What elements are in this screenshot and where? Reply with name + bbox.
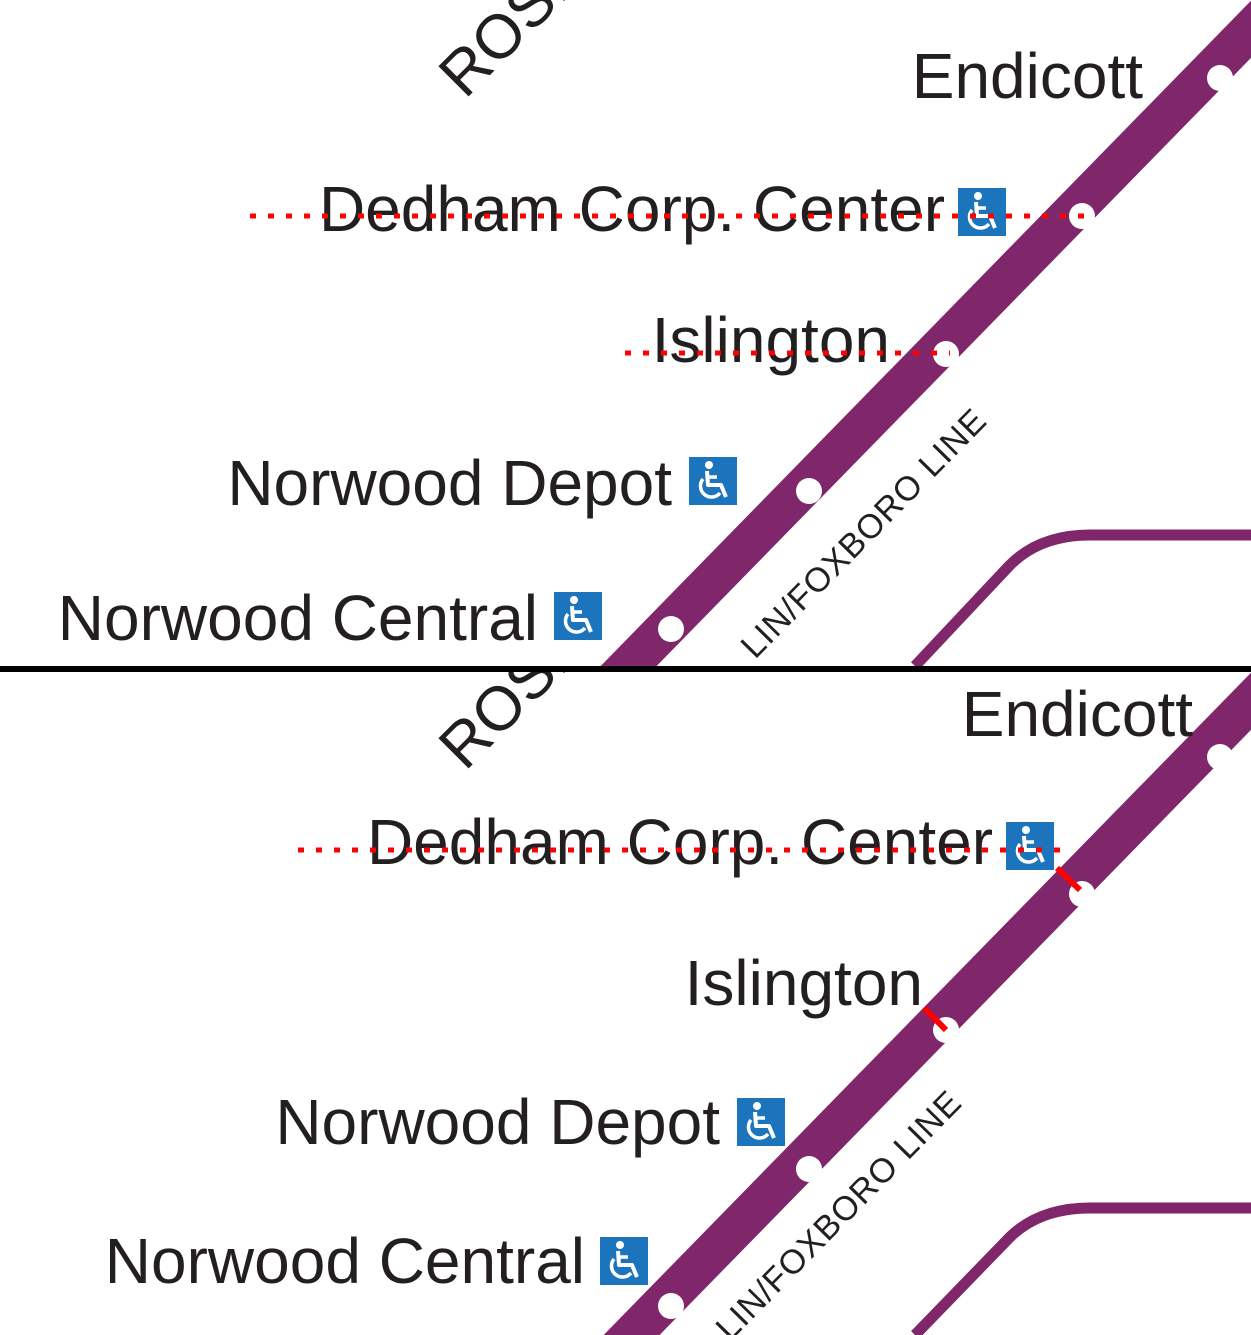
- map-panel-top: LIN/FOXBORO LINE ROSI Endicott Dedham Co…: [0, 0, 1251, 666]
- branch-line: [911, 1202, 1251, 1335]
- panel-divider: [0, 666, 1251, 672]
- station-label-norwood-depot[interactable]: Norwood Depot: [275, 1086, 720, 1158]
- station-label-islington[interactable]: Islington: [685, 947, 923, 1019]
- wheelchair-accessible-icon: [958, 188, 1006, 236]
- map-svg-bottom: LIN/FOXBORO LINE ROSI Endicott Dedham Co…: [105, 672, 1251, 1335]
- station-label-norwood-central[interactable]: Norwood Central: [105, 1225, 585, 1297]
- station-dot-norwood-central[interactable]: [658, 1293, 684, 1319]
- station-label-norwood-central[interactable]: Norwood Central: [58, 582, 538, 654]
- station-dot-norwood-depot[interactable]: [796, 1156, 822, 1182]
- wheelchair-accessible-icon: [554, 592, 602, 640]
- station-dot-norwood-central[interactable]: [658, 616, 684, 642]
- map-panel-bottom: LIN/FOXBORO LINE ROSI Endicott Dedham Co…: [0, 672, 1251, 1335]
- wheelchair-accessible-icon: [737, 1098, 785, 1146]
- wheelchair-accessible-icon: [689, 457, 737, 505]
- roslindale-line-label: ROSI: [426, 672, 582, 782]
- station-label-islington[interactable]: Islington: [652, 304, 890, 376]
- roslindale-line-label: ROSI: [426, 0, 582, 110]
- station-dot-endicott[interactable]: [1207, 65, 1233, 91]
- station-label-norwood-depot[interactable]: Norwood Depot: [227, 447, 672, 519]
- station-label-dedham[interactable]: Dedham Corp. Center: [319, 173, 945, 245]
- station-label-endicott[interactable]: Endicott: [912, 40, 1143, 112]
- station-dot-norwood-depot[interactable]: [796, 478, 822, 504]
- map-svg-top: LIN/FOXBORO LINE ROSI Endicott Dedham Co…: [58, 0, 1251, 666]
- wheelchair-accessible-icon: [1006, 822, 1054, 870]
- station-dot-endicott[interactable]: [1207, 744, 1233, 770]
- leader-tick-islington: [921, 1005, 949, 1033]
- station-label-endicott[interactable]: Endicott: [962, 678, 1193, 750]
- station-label-dedham[interactable]: Dedham Corp. Center: [367, 806, 993, 878]
- station-dot-islington[interactable]: [933, 341, 959, 367]
- leader-tick-dedham: [1054, 865, 1083, 893]
- wheelchair-accessible-icon: [600, 1237, 648, 1285]
- branch-line: [910, 529, 1251, 666]
